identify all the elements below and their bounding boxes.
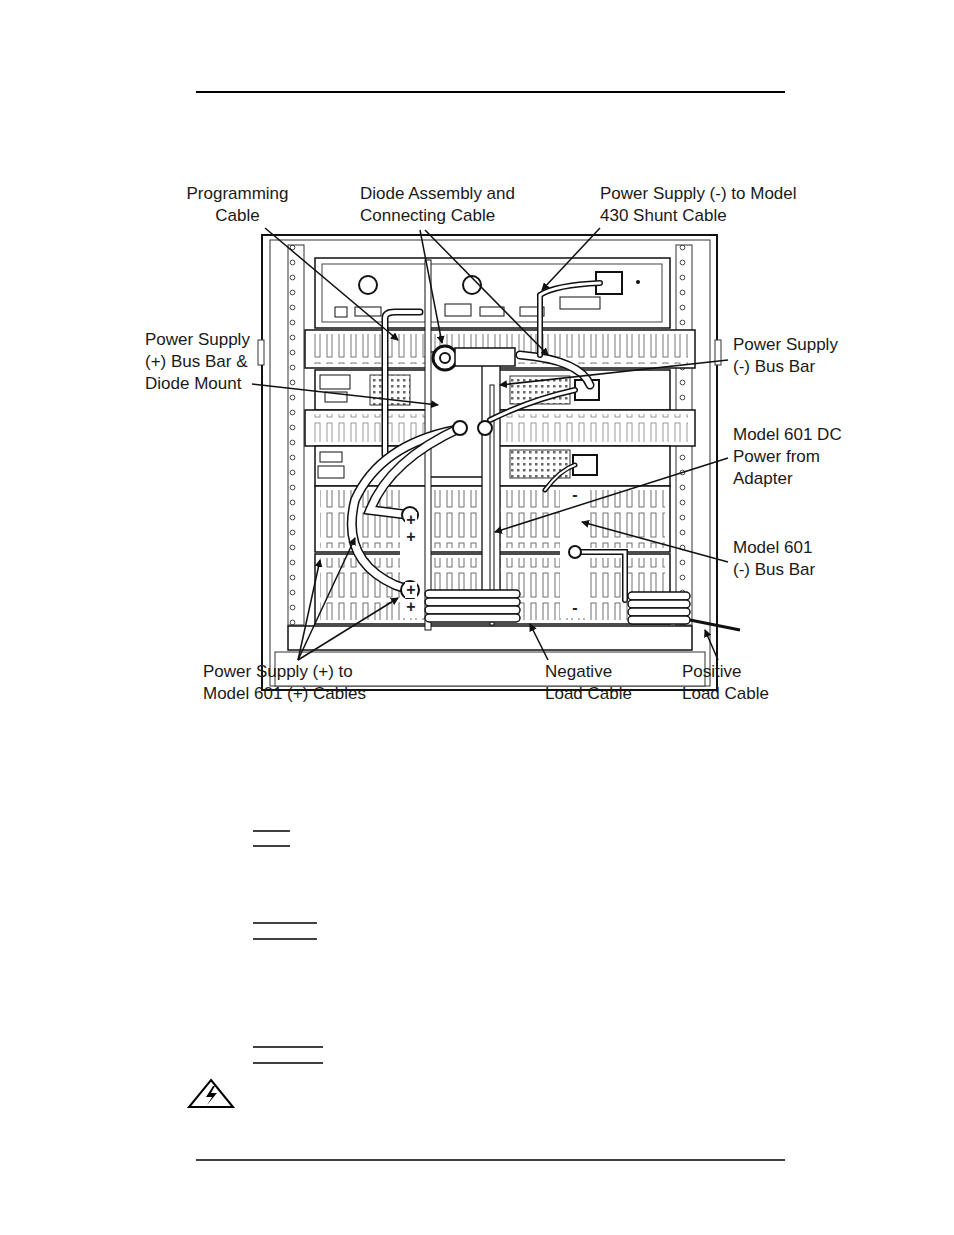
callout-label: Positive Load Cable [682,661,782,705]
polarity-mark: + [405,582,417,598]
polarity-mark: + [405,599,417,615]
callout-label: Programming Cable [180,183,295,227]
polarity-mark: - [569,600,581,616]
callout-label: Power Supply (-) Bus Bar [733,334,853,378]
polarity-mark: + [405,512,417,528]
callout-label: Model 601 DC Power from Adapter [733,424,848,490]
callout-label: Negative Load Cable [545,661,645,705]
callout-label: Power Supply (+) Bus Bar & Diode Mount [145,329,265,395]
polarity-mark: - [569,487,581,503]
callout-label: Diode Assembly and Connecting Cable [360,183,535,227]
callout-label: Power Supply (+) to Model 601 (+) Cables [203,661,393,705]
callout-label: Power Supply (-) to Model 430 Shunt Cabl… [600,183,800,227]
callout-label: Model 601 (-) Bus Bar [733,537,833,581]
polarity-mark: + [405,529,417,545]
